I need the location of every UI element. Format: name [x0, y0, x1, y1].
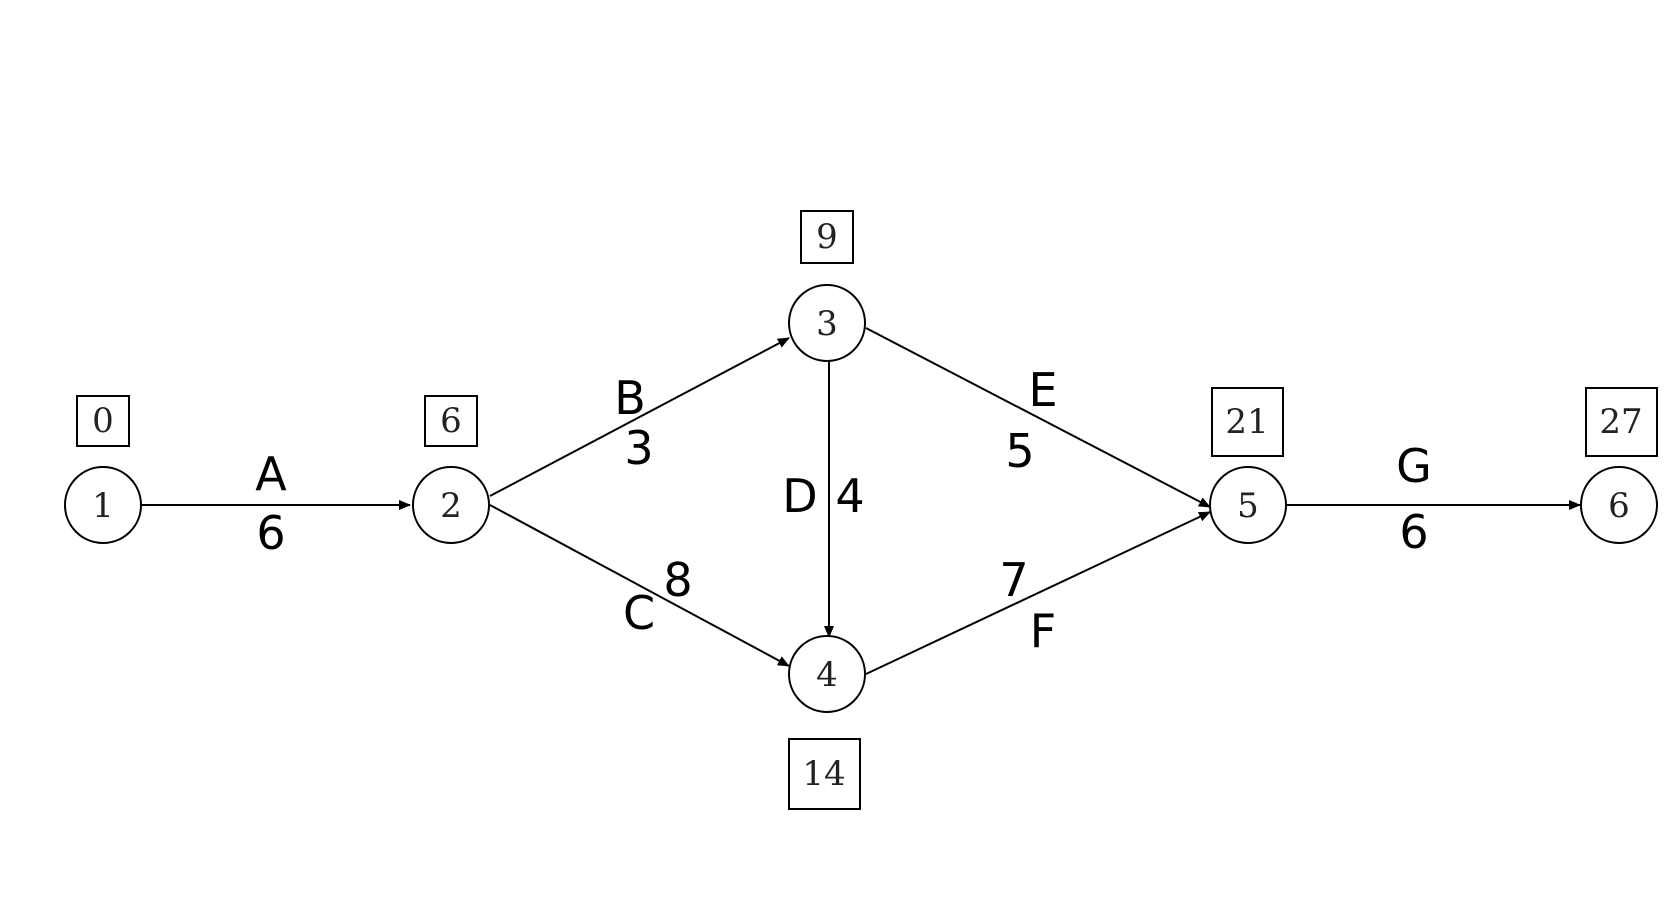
event-time-boxes: 0 6 9 14 21 27: [76, 210, 1658, 810]
activity-f-name: F: [1030, 604, 1056, 658]
node-4-time: 14: [802, 754, 845, 794]
event-nodes: 1 2 3 4 5 6: [64, 284, 1658, 713]
node-2-label: 2: [440, 486, 462, 526]
edge-b: [489, 337, 790, 497]
node-2-time: 6: [440, 401, 462, 441]
node-3-circle: [788, 284, 866, 362]
node-4-time-box: [788, 738, 861, 810]
node-3-time-box: [800, 210, 854, 264]
activity-d-duration: 4: [835, 469, 864, 523]
edges: [140, 327, 1581, 675]
activity-c-name: C: [623, 586, 655, 640]
edge-f: [865, 511, 1211, 675]
node-5-circle: [1209, 466, 1287, 544]
activity-a-name: A: [255, 447, 287, 501]
node-1-circle: [64, 466, 142, 544]
node-5-label: 5: [1237, 486, 1259, 526]
node-1-time-box: [76, 395, 130, 447]
node-4-label: 4: [816, 655, 838, 695]
edge-c: [489, 504, 790, 667]
node-2-time-box: [424, 395, 478, 447]
activity-g-duration: 6: [1399, 505, 1428, 559]
node-3-label: 3: [816, 304, 838, 344]
node-6-label: 6: [1608, 486, 1630, 526]
node-1-label: 1: [92, 486, 114, 526]
activity-d-name: D: [782, 469, 817, 523]
activity-b-duration: 3: [624, 421, 653, 475]
activity-a-duration: 6: [256, 506, 285, 560]
activity-b-name: B: [614, 371, 646, 425]
node-6-circle: [1580, 466, 1658, 544]
node-4-circle: [788, 635, 866, 713]
node-5-time: 21: [1225, 402, 1268, 442]
activity-e-duration: 5: [1005, 424, 1034, 478]
activity-c-duration: 8: [663, 553, 692, 607]
node-6-time: 27: [1599, 402, 1642, 442]
node-1-time: 0: [92, 401, 114, 441]
edge-labels: A 6 B 3 8 C D 4 E 5 7 F G 6: [255, 363, 1432, 658]
node-2-circle: [412, 466, 490, 544]
edge-e: [865, 327, 1211, 508]
node-5-time-box: [1211, 387, 1284, 457]
activity-g-name: G: [1396, 439, 1432, 493]
activity-f-duration: 7: [999, 553, 1028, 607]
node-3-time: 9: [816, 217, 838, 257]
activity-e-name: E: [1028, 363, 1057, 417]
node-6-time-box: [1585, 387, 1658, 457]
